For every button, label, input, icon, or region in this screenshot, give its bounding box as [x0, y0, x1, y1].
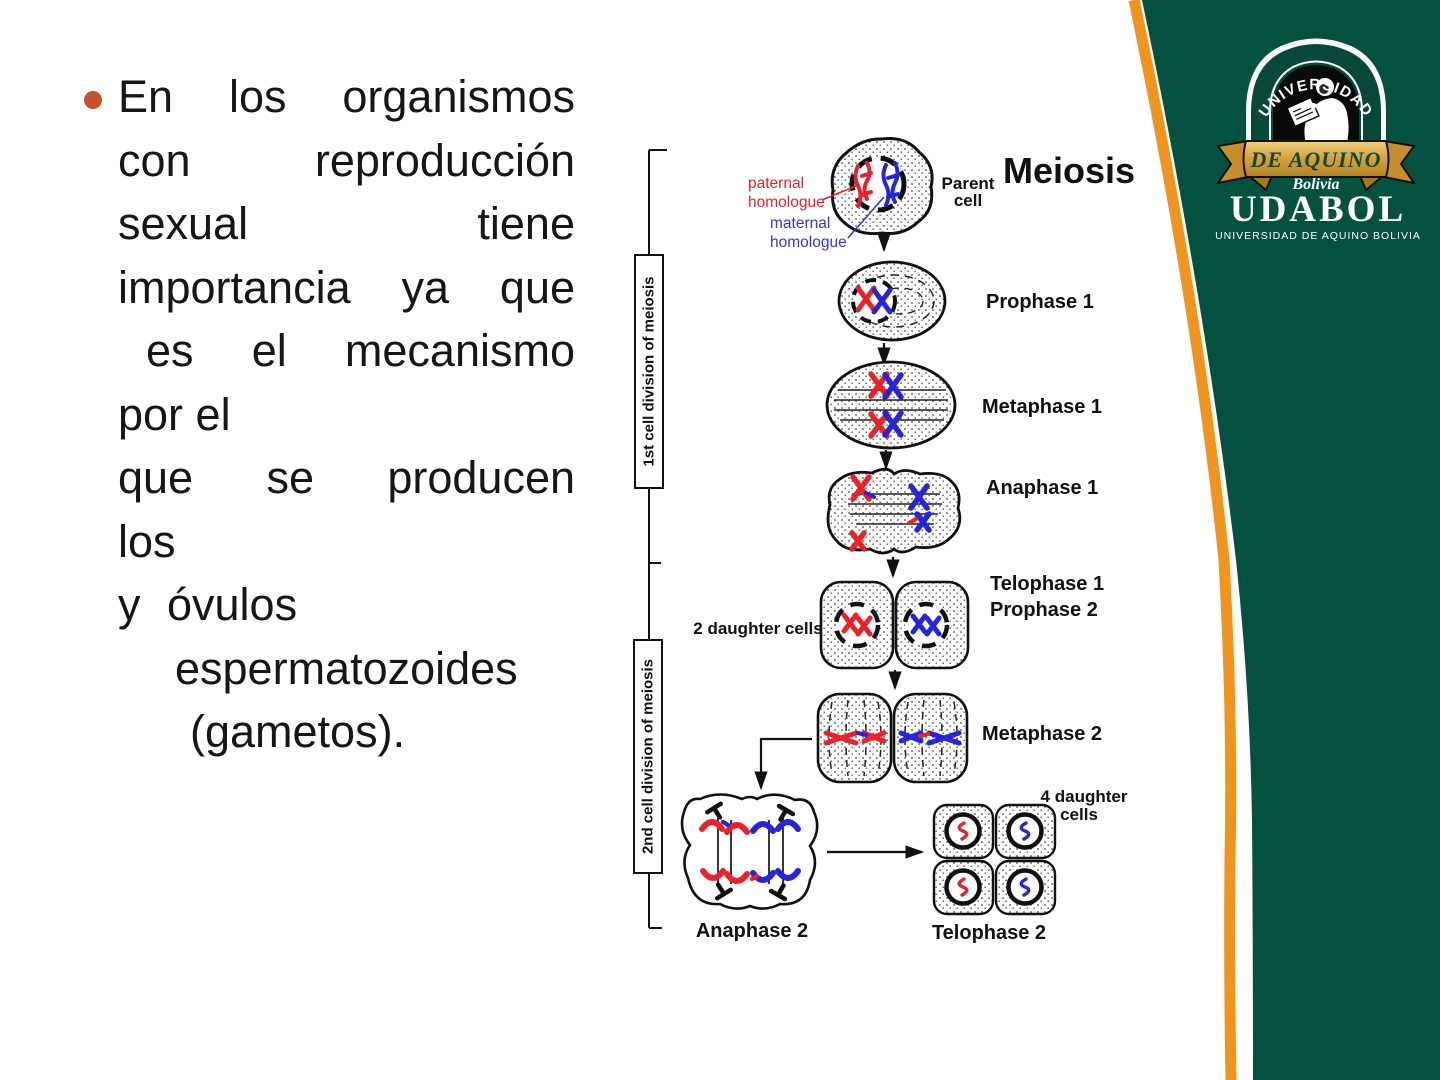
prophase1-cell	[837, 260, 947, 342]
logo-acronym: UDABOL	[1230, 189, 1406, 230]
crest-inner-arch-line	[1269, 60, 1363, 150]
stage-label-telophase2: Telophase 2	[932, 922, 1046, 944]
paternal-leader-line	[821, 185, 857, 201]
bullet-paragraph: En los organismos con reproducción sexua…	[118, 65, 575, 764]
text-line: (gametos).	[190, 706, 406, 757]
division1-box	[634, 254, 664, 489]
text-line: es el mecanismo	[146, 325, 575, 376]
two-daughter-cells-label: 2 daughter cells	[693, 619, 822, 638]
stage-arrows	[754, 226, 925, 859]
meiosis-diagram: 1st cell division of meiosis 2nd cell di…	[633, 137, 1135, 944]
maternal-homologue-label: homologue	[770, 234, 847, 251]
text-line: En los organismos	[118, 71, 575, 122]
metaphase2-cells	[816, 692, 969, 784]
sidebar-band: UNIVERSIDAD DE AQUINO Bolivia UDABOL UNI…	[1128, 0, 1440, 1080]
stage-label-anaphase1: Anaphase 1	[986, 477, 1098, 499]
parent-cell-label: Parent	[942, 174, 995, 193]
division2-box	[633, 639, 663, 874]
text-line: con reproducción	[118, 134, 575, 186]
paternal-homologue-label: homologue	[748, 194, 825, 211]
maternal-homologue-label: maternal	[770, 215, 830, 232]
ribbon	[1215, 139, 1417, 192]
stage-label-telophase1: Telophase 1	[990, 573, 1104, 595]
division1-label: 1st cell division of meiosis	[641, 276, 658, 466]
text-line: importancia ya que	[118, 261, 575, 313]
ribbon-text: DE AQUINO	[1249, 147, 1381, 172]
text-line: sexual tiene	[118, 198, 575, 249]
bullet-icon	[84, 91, 102, 109]
udabol-logo: UNIVERSIDAD DE AQUINO Bolivia UDABOL UNI…	[1215, 38, 1421, 242]
telophase2-cells	[932, 803, 1057, 916]
orange-stripe	[1128, 0, 1237, 1080]
parent-cell	[830, 137, 934, 236]
stage-label-prophase2: Prophase 2	[990, 599, 1098, 621]
division2-label: 2nd cell division of meiosis	[640, 659, 657, 854]
monk-icon	[1286, 78, 1349, 150]
text-line: los	[118, 515, 176, 567]
anaphase1-cell	[826, 467, 962, 555]
green-band	[1142, 0, 1440, 1080]
logo-subtitle: UNIVERSIDAD DE AQUINO BOLIVIA	[1215, 230, 1421, 242]
stage-label-anaphase2: Anaphase 2	[696, 920, 808, 942]
stage-label-metaphase2: Metaphase 2	[982, 723, 1102, 745]
text-line: y óvulos	[118, 579, 298, 630]
anaphase2-cell	[680, 793, 819, 910]
telophase1-cells	[819, 580, 970, 670]
four-daughter-cells-label: cells	[1060, 805, 1098, 824]
metaphase1-cell	[825, 360, 957, 450]
text-line: por el	[118, 388, 231, 440]
diagram-title: Meiosis	[1003, 150, 1135, 191]
maternal-leader-line	[847, 196, 885, 239]
text-line: espermatozoides	[175, 642, 518, 694]
stage-label-prophase1: Prophase 1	[986, 291, 1094, 313]
stage-label-metaphase1: Metaphase 1	[982, 396, 1102, 418]
logo-country: Bolivia	[1291, 176, 1339, 193]
parent-cell-label: cell	[954, 191, 982, 210]
four-daughter-cells-label: 4 daughter	[1041, 787, 1128, 806]
paternal-homologue-label: paternal	[748, 175, 804, 192]
text-line: que se producen	[118, 452, 575, 503]
